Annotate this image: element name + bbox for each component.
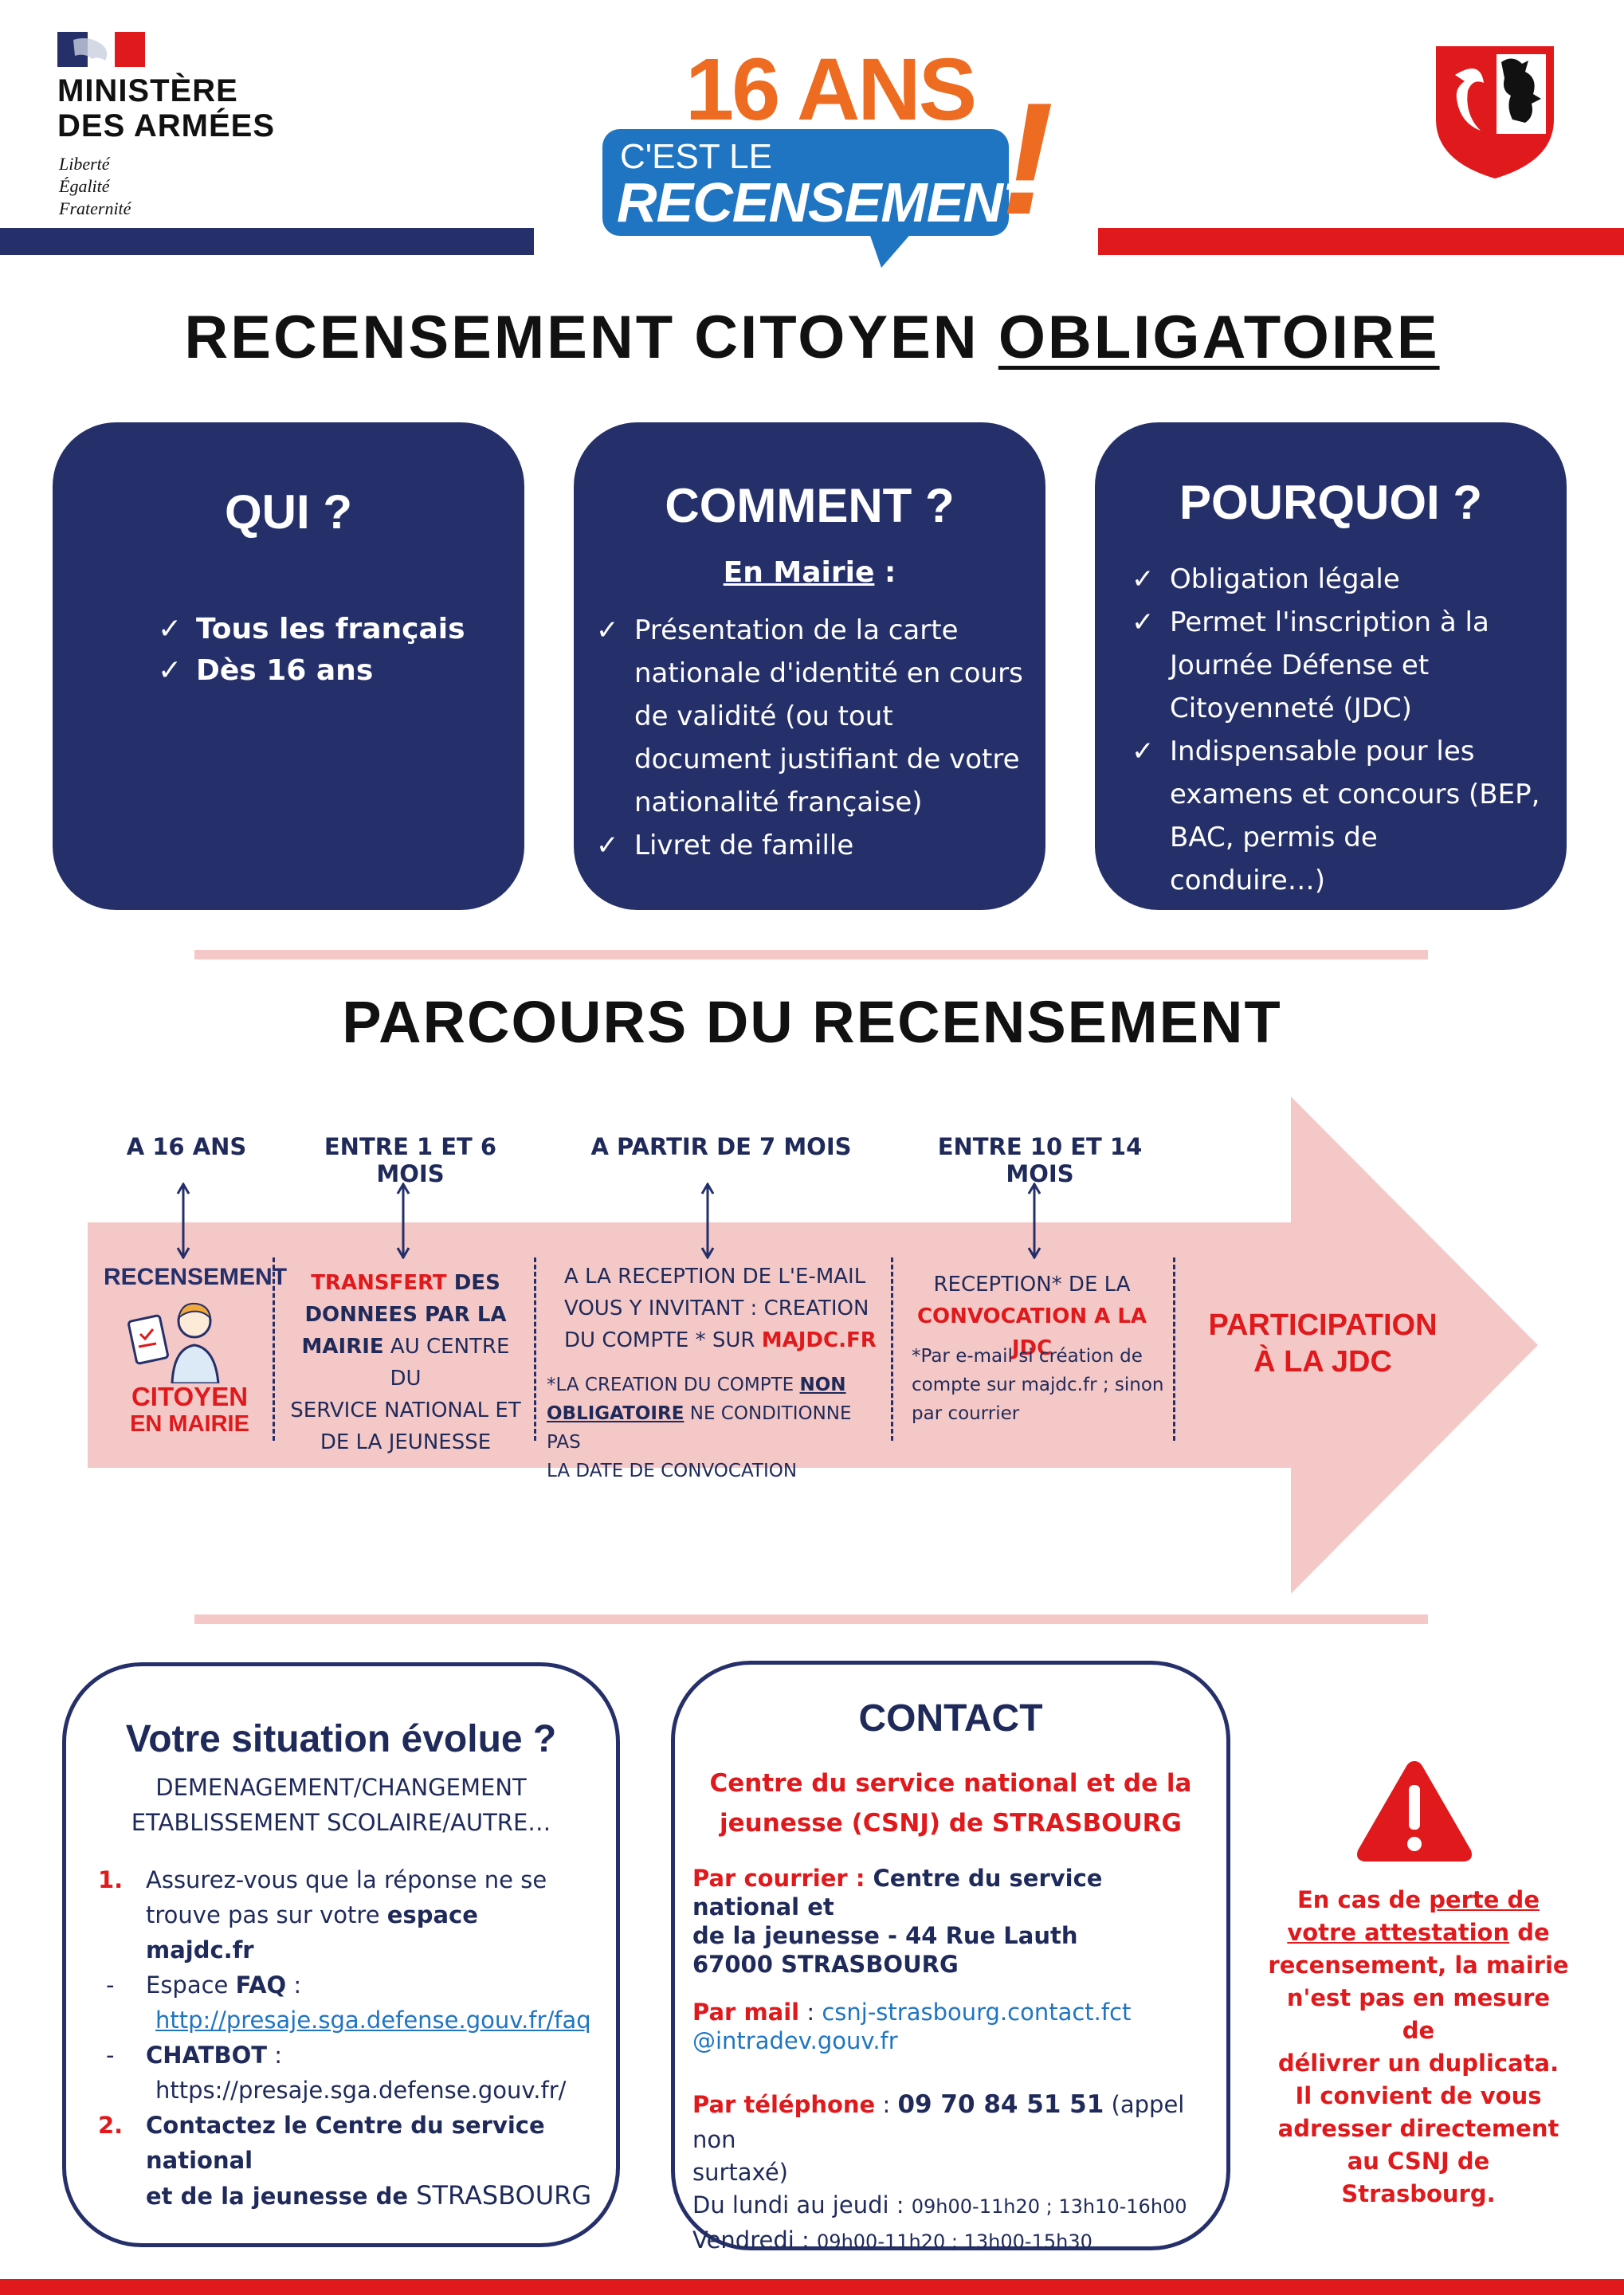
step-divider — [891, 1257, 893, 1441]
contact-org: Centre du service national et de la jeun… — [709, 1769, 1192, 1838]
devise: Liberté Égalité Fraternité — [59, 154, 131, 218]
step-3-note: *LA CREATION DU COMPTE NON OBLIGATOIRE N… — [547, 1375, 852, 1481]
step-2-text: TRANSFERT DES DONNEES PAR LA MAIRIE AU C… — [290, 1271, 521, 1454]
contact-heading: CONTACT — [858, 1697, 1043, 1740]
double-arrow-icon — [176, 1183, 190, 1259]
card-comment-list: ✓Présentation de la carte nationale d'id… — [596, 609, 1023, 867]
contact-box: CONTACT Centre du service national et de… — [671, 1661, 1230, 2254]
list-item: ✓Indispensable pour les examens et conco… — [1132, 730, 1541, 902]
card-qui-list: ✓Tous les français ✓Dès 16 ans — [158, 609, 465, 692]
card-comment-heading: COMMENT ? — [665, 479, 955, 532]
logo-16-ans: 16 ANS — [685, 41, 977, 139]
ministry-name: MINISTÈRE DES ARMÉES — [57, 73, 276, 143]
logo-bubble-tail — [869, 231, 913, 268]
page-title: RECENSEMENT CITOYEN OBLIGATOIRE — [184, 304, 1440, 371]
check-icon: ✓ — [1132, 563, 1155, 595]
step-divider — [273, 1257, 275, 1441]
marianne-logo — [57, 32, 145, 67]
footer-bar — [0, 2279, 1624, 2295]
logo-exclamation: ! — [1001, 70, 1054, 248]
step-3-text: A LA RECEPTION DE L'E-MAIL VOUS Y INVITA… — [564, 1265, 877, 1352]
list-item: ✓Dès 16 ans — [158, 650, 465, 692]
step-3-when: A PARTIR DE 7 MOIS — [590, 1133, 852, 1160]
step-4-text: RECEPTION* DE LA CONVOCATION A LA JDC — [916, 1273, 1147, 1360]
list-item: ✓Livret de famille — [596, 824, 1023, 867]
logo-recensement: RECENSEMENT — [617, 171, 1037, 233]
card-qui: QUI ? ✓Tous les français ✓Dès 16 ans — [53, 422, 524, 910]
step-4-when: ENTRE 10 ET 14 MOIS — [937, 1133, 1143, 1187]
double-arrow-icon — [396, 1183, 410, 1259]
list-item: ✓Obligation légale — [1132, 558, 1541, 601]
situation-box: Votre situation évolue ? DEMENAGEMENT/CH… — [62, 1662, 620, 2247]
chatbot-url[interactable]: https://presaje.sga.defense.gouv.fr/ — [155, 2077, 567, 2104]
list-item: ✓Tous les français — [158, 609, 465, 650]
mail-link[interactable]: csnj-strasbourg.contact.fct — [822, 1999, 1132, 2026]
check-icon: ✓ — [596, 830, 619, 861]
check-icon: ✓ — [1132, 606, 1155, 638]
separator — [194, 1614, 1428, 1624]
faq-link[interactable]: http://presaje.sga.defense.gouv.fr/faq — [155, 2007, 591, 2034]
parcours-title: PARCOURS DU RECENSEMENT — [342, 989, 1282, 1055]
double-arrow-icon — [1027, 1183, 1041, 1259]
timeline-arrow — [88, 1096, 1546, 1594]
step-2-when: ENTRE 1 ET 6 MOIS — [324, 1133, 497, 1187]
header-bar-blue — [0, 228, 534, 255]
logo-cest-le: C'EST LE — [620, 137, 772, 176]
separator — [194, 950, 1428, 959]
contact-details: Par courrier : Centre du service nationa… — [692, 1865, 1187, 2254]
step-1-top: RECENSEMENT — [104, 1264, 288, 1290]
step-divider — [534, 1257, 536, 1441]
check-icon: ✓ — [596, 614, 619, 646]
step-4-note: *Par e-mail si création de compte sur ma… — [912, 1346, 1164, 1424]
logo-speech-bubble — [602, 129, 1009, 236]
check-icon: ✓ — [158, 654, 182, 687]
card-qui-heading: QUI ? — [225, 485, 352, 539]
citizen-form-icon — [126, 1297, 229, 1385]
list-item: ✓Permet l'inscription à la Journée Défen… — [1132, 601, 1541, 730]
situation-heading: Votre situation évolue ? — [125, 1718, 557, 1760]
card-pourquoi-heading: POURQUOI ? — [1179, 476, 1482, 529]
step-1-bottom: CITOYEN EN MAIRIE — [130, 1382, 249, 1438]
step-1-when: A 16 ANS — [126, 1133, 247, 1160]
warning-icon — [1355, 1756, 1474, 1865]
card-comment-subheading: En Mairie : — [723, 556, 896, 589]
step-divider — [1173, 1257, 1175, 1441]
card-comment: COMMENT ? En Mairie : ✓Présentation de l… — [574, 422, 1045, 910]
warning-text: En cas de perte de votre attestation de … — [1268, 1886, 1569, 2207]
header-bar-red — [1098, 228, 1624, 255]
list-item: ✓Présentation de la carte nationale d'id… — [596, 609, 1023, 824]
final-step: PARTICIPATION À LA JDC — [1208, 1308, 1438, 1379]
situation-steps: 1. Assurez-vous que la réponse ne se tro… — [98, 1866, 592, 2211]
alsace-crest-icon — [1433, 43, 1557, 180]
card-pourquoi: POURQUOI ? ✓Obligation légale ✓Permet l'… — [1095, 422, 1567, 910]
card-pourquoi-list: ✓Obligation légale ✓Permet l'inscription… — [1132, 558, 1541, 902]
check-icon: ✓ — [1132, 736, 1155, 767]
situation-subtitle: DEMENAGEMENT/CHANGEMENT ETABLISSEMENT SC… — [131, 1774, 551, 1836]
check-icon: ✓ — [158, 613, 182, 645]
double-arrow-icon — [700, 1183, 715, 1259]
